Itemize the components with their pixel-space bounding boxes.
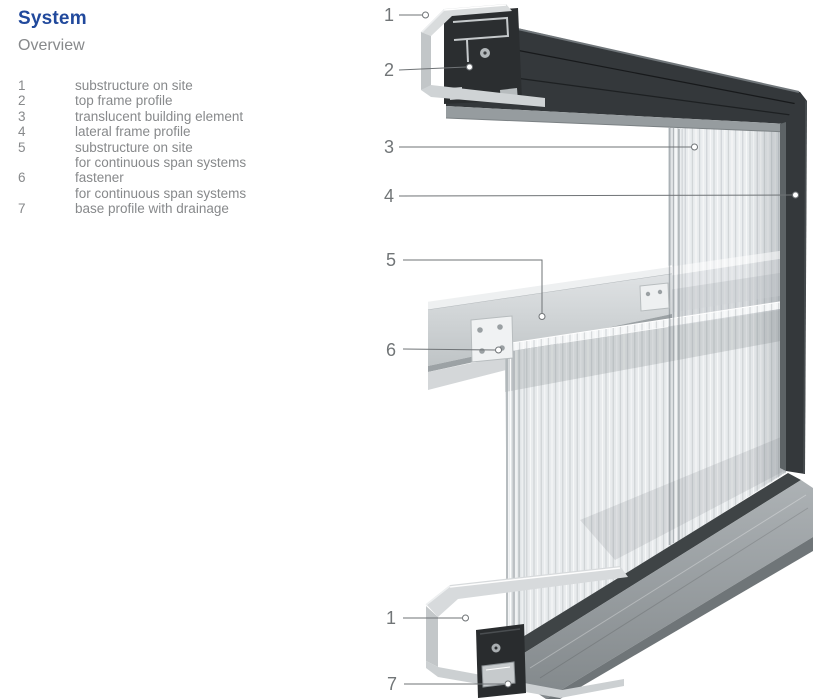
fastener-bracket-2 bbox=[639, 282, 670, 312]
legend-row: 5 substructure on site bbox=[18, 140, 358, 155]
callout-marker bbox=[495, 346, 502, 354]
callout-2 bbox=[398, 63, 473, 71]
legend-text: base profile with drainage bbox=[75, 201, 229, 217]
mid-channel-through-panel bbox=[668, 250, 786, 313]
callout-label-4: 4 bbox=[384, 186, 394, 206]
page-subtitle: Overview bbox=[18, 37, 85, 54]
base-profile bbox=[500, 473, 813, 699]
legend-text: substructure on site bbox=[75, 139, 193, 155]
legend-row: 7 base profile with drainage bbox=[18, 201, 358, 216]
callout-marker bbox=[462, 614, 469, 622]
callout-1-top bbox=[399, 11, 429, 19]
panel-joint-profile bbox=[668, 128, 683, 545]
legend-text: translucent building element bbox=[75, 108, 244, 124]
legend-num: 4 bbox=[18, 124, 26, 140]
page-title: System bbox=[18, 8, 87, 29]
legend-text: substructure on site bbox=[75, 78, 193, 93]
translucent-panel-upper bbox=[668, 118, 786, 328]
callout-label-7: 7 bbox=[387, 674, 397, 694]
legend-row: 2 top frame profile bbox=[18, 93, 358, 108]
callout-6 bbox=[402, 346, 502, 354]
callout-marker bbox=[466, 63, 473, 71]
legend-row: 3 translucent building element bbox=[18, 109, 358, 124]
legend-num: 3 bbox=[18, 108, 26, 124]
translucent-panel-lower bbox=[505, 309, 786, 649]
right-lateral-frame bbox=[780, 92, 807, 474]
legend-text: for continuous span systems bbox=[75, 155, 247, 171]
fastener-bracket bbox=[470, 315, 514, 363]
callout-4 bbox=[398, 191, 799, 199]
callout-1-bottom bbox=[403, 614, 469, 622]
callout-label-6: 6 bbox=[386, 340, 396, 360]
callout-7 bbox=[404, 680, 512, 688]
callout-label-1-top: 1 bbox=[384, 5, 394, 25]
legend-row: 6 fastener bbox=[18, 170, 358, 185]
callout-5 bbox=[403, 259, 546, 320]
legend-row: for continuous span systems bbox=[18, 186, 358, 201]
legend-text: for continuous span systems bbox=[75, 185, 247, 201]
text-column: System Overview 1 substructure on site 2 t… bbox=[18, 8, 358, 217]
top-substructure-channel bbox=[420, 4, 545, 107]
legend-num: 5 bbox=[18, 139, 26, 155]
callout-label-3: 3 bbox=[384, 137, 394, 157]
legend-row: for continuous span systems bbox=[18, 155, 358, 170]
legend-text: top frame profile bbox=[75, 93, 173, 109]
legend-num: 2 bbox=[18, 93, 26, 109]
legend-num: 7 bbox=[18, 201, 26, 217]
top-frame-profile bbox=[445, 12, 806, 133]
base-drainage-box bbox=[476, 624, 526, 698]
legend-num: 6 bbox=[18, 170, 26, 186]
callout-label-1-bottom: 1 bbox=[386, 608, 396, 628]
callout-3 bbox=[399, 143, 698, 151]
panel-flute-band bbox=[504, 300, 787, 352]
legend-num: 1 bbox=[18, 78, 26, 93]
callout-marker bbox=[504, 680, 512, 688]
bottom-substructure-channel bbox=[425, 566, 628, 698]
legend-text: fastener bbox=[75, 170, 124, 186]
callout-marker bbox=[691, 143, 698, 151]
legend-text: lateral frame profile bbox=[75, 124, 191, 140]
callout-marker bbox=[792, 191, 799, 199]
callout-label-5: 5 bbox=[386, 250, 396, 270]
callout-label-2: 2 bbox=[384, 60, 394, 80]
legend-row: 4 lateral frame profile bbox=[18, 124, 358, 139]
callout-marker bbox=[422, 11, 429, 19]
legend-row: 1 substructure on site bbox=[18, 78, 358, 93]
callout-lines bbox=[398, 11, 799, 688]
callout-marker bbox=[538, 313, 546, 320]
legend: 1 substructure on site 2 top frame profile… bbox=[18, 78, 358, 217]
